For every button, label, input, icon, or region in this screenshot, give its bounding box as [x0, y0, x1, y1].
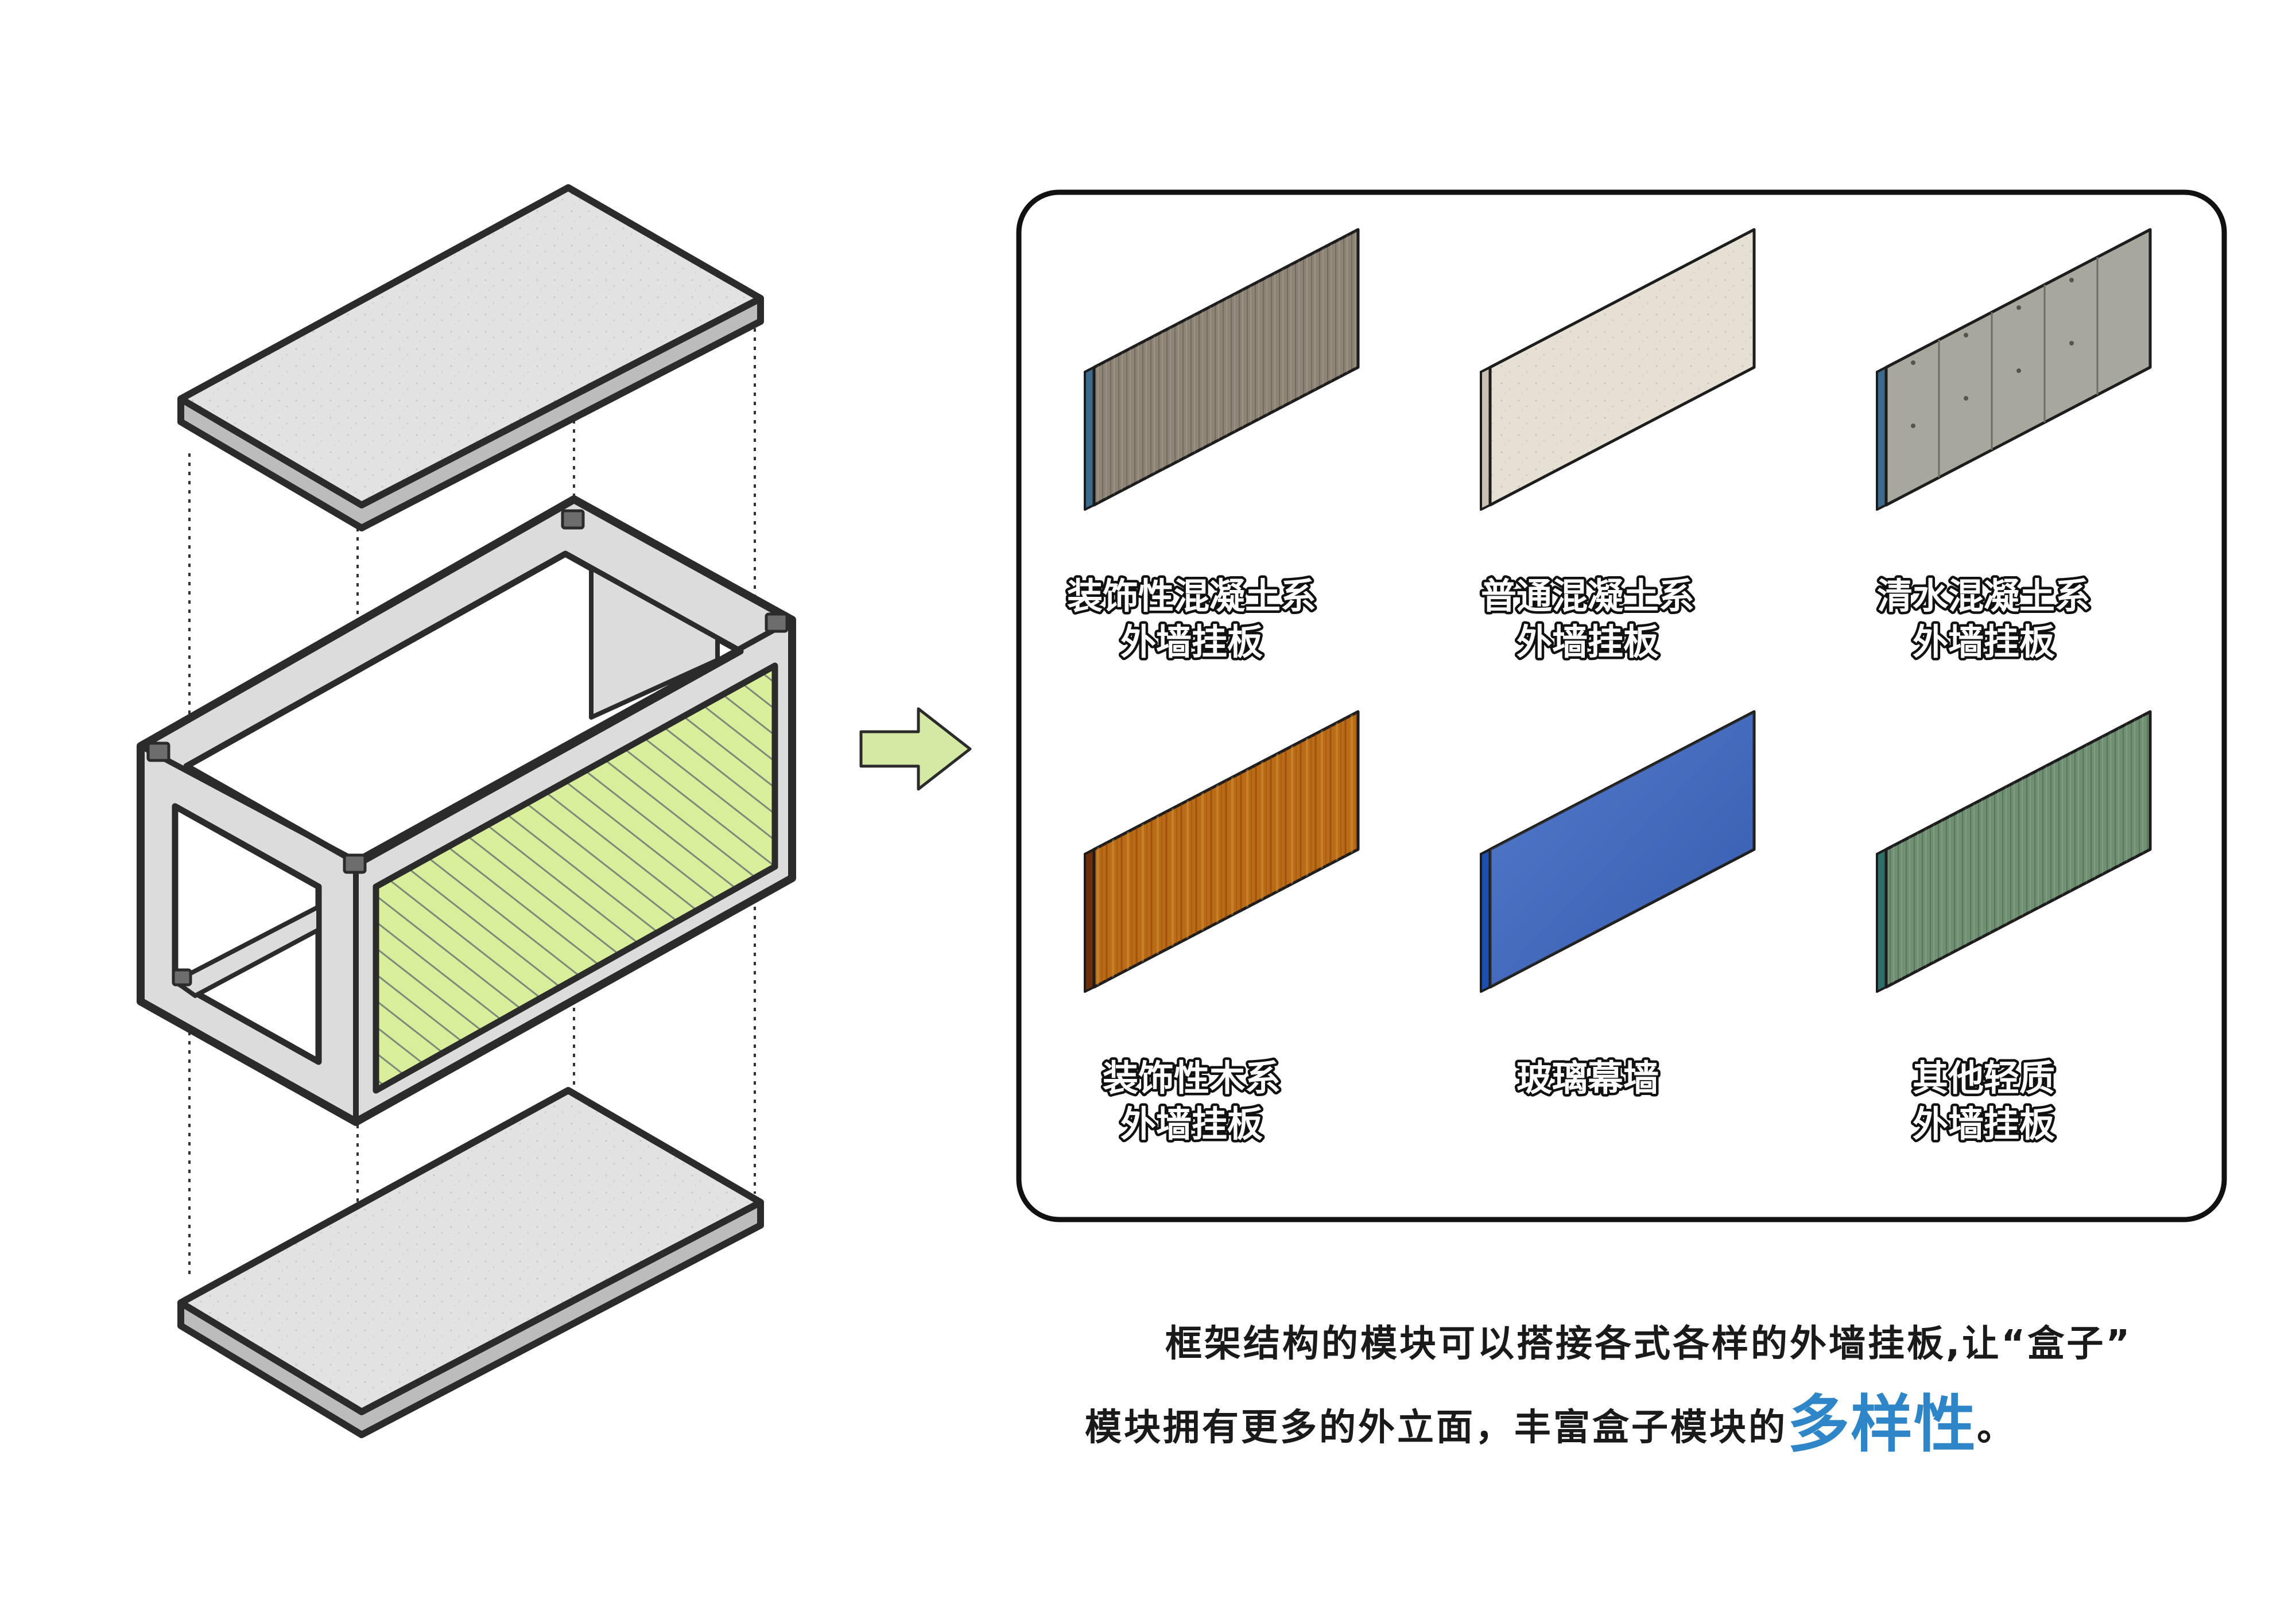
tie-hole: [1964, 333, 1968, 337]
panel-label-line1: 装饰性混凝土系: [1067, 575, 1316, 617]
panel-label-line2: 外墙挂板: [1517, 621, 1659, 663]
panel-label-line2: 外墙挂板: [1120, 1103, 1263, 1145]
panel-label-line1: 普通混凝土系: [1481, 575, 1694, 617]
panel-label-line1: 清水混凝土系: [1877, 575, 2091, 617]
panel-glass-curtain-wall: 玻璃幕墙: [1480, 710, 1756, 1102]
panel-label-line2: 外墙挂板: [1120, 621, 1263, 663]
caption-highlight-diversity: 多样性: [1787, 1389, 1977, 1461]
bottom-floor-slab: [177, 1087, 764, 1438]
panel-label-line2: 外墙挂板: [1913, 621, 2055, 663]
panel-label-line1: 其他轻质: [1913, 1057, 2055, 1099]
tie-hole: [2016, 305, 2021, 310]
right-arrow-icon: [859, 707, 972, 791]
panel-texture: [1094, 712, 1358, 987]
frame-module: [137, 495, 796, 1126]
tie-hole: [2069, 341, 2074, 345]
tie-hole: [2016, 368, 2021, 373]
panel-texture: [1094, 230, 1358, 505]
glass-sheen: [1490, 712, 1754, 987]
tie-hole: [2069, 278, 2074, 282]
panel-texture: [1490, 230, 1754, 505]
panel-face: [1884, 228, 2152, 507]
panel-grid: 装饰性混凝土系外墙挂板普通混凝土系外墙挂板清水混凝土系外墙挂板装饰性木系外墙挂板…: [1064, 228, 2152, 1148]
top-floor-slab: [177, 184, 764, 531]
caption-line-2-prefix: 模块拥有更多的外立面，丰富盒子模块的: [1085, 1407, 1787, 1449]
caption-line-1: 框架结构的模块可以搭接各式各样的外墙挂板,让“盒子”: [1165, 1323, 2132, 1365]
caption-line-2-suffix: 。: [1977, 1407, 2016, 1449]
panel-label-line1: 装饰性木系: [1103, 1057, 1281, 1099]
exploded-module-diagram: [137, 184, 796, 1438]
tie-hole: [1911, 360, 1915, 365]
panel-label-line2: 外墙挂板: [1913, 1103, 2055, 1145]
panel-texture: [1886, 712, 2150, 987]
tie-hole: [1911, 424, 1915, 428]
tie-hole: [1964, 396, 1968, 401]
panel-label-line1: 玻璃幕墙: [1517, 1057, 1659, 1099]
caption-line-2: 模块拥有更多的外立面，丰富盒子模块的多样性。: [1085, 1374, 2016, 1464]
